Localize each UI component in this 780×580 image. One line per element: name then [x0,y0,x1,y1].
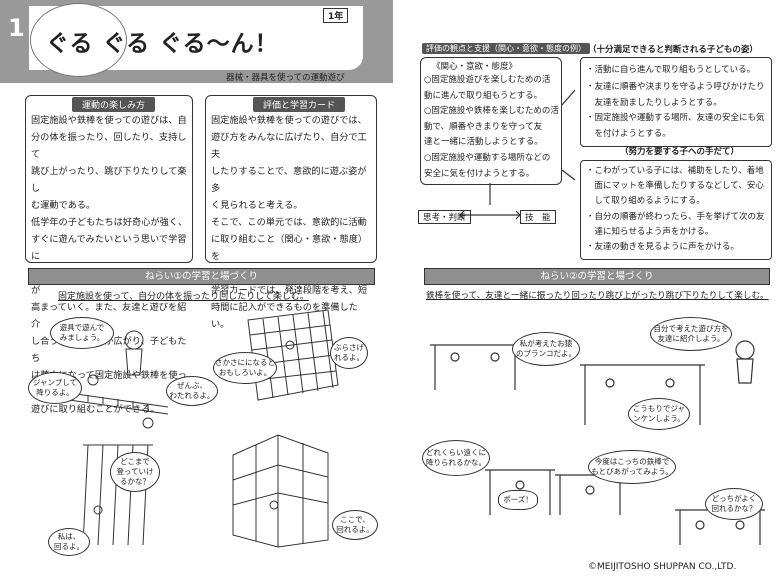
right-bars-illustration [430,340,765,545]
title-ellipse [30,3,127,77]
effort-heading: （努力を要する子への手だて） [620,147,740,157]
chapter-number: 1 [8,14,25,42]
eval-box [205,95,377,263]
right-bubble-6: どっちがよく 回れるかな？ [705,488,763,520]
satisfied-item-2: ・固定施設や運動する場所、友達の安全にも気 を付けようとする。 [586,113,765,139]
criteria-arrows [459,89,576,220]
left-bubble-6: 私は、 回るよ。 [48,528,90,556]
left-bubble-0: 遊具で遊んで みましょう。 [50,317,114,349]
satisfied-item-1: ・友達に順番や決まりを守るよう呼びかけたり 友達を励ましたりしようとする。 [586,82,765,108]
left-bubble-3: ジャンプして 降りるよ。 [28,372,82,404]
skill-label: 技 能 [520,210,556,224]
interest-item-2: ○固定施設や運動する場所などの 安全に気を付けようとする。 [424,153,551,179]
effort-item-1: ・自分の順番が終わったら、手を挙げて次の友 達に知らせるよう声をかける。 [586,212,765,237]
left-bubble-5: どこまで 登っていけ るかな？ [110,452,160,492]
right-bubble-0: 私が考えたお猿 のブランコだよ。 [512,332,580,366]
criteria-header-label: 評価の観点と支援（関心・意欲・態度の例） [422,43,590,54]
right-bubble-2: こうもりでジャ ンケンしよう。 [628,398,690,430]
right-bubble-5: ポーズ！ [498,490,538,510]
interest-item-0: ○固定施設遊びを楽しむための活 動に進んで取り組もうとする。 [424,75,551,101]
right-bubble-4: 今度はこっちの鉄棒で もとびあがってみよう。 [588,450,676,484]
fun-box [25,95,193,263]
effort-item-2: ・友達の動きを見るように声をかける。 [586,242,740,252]
interest-title: 《関心・意欲・態度》 [432,62,518,72]
satisfied-box [580,57,772,147]
interest-box [420,57,562,185]
right-bubble-3: どれくらい遠くに 降りられるかな。 [422,440,490,476]
page-title: ぐる ぐる ぐる〜ん！ [46,31,279,57]
think-label: 思考・判断 [418,210,471,224]
right-bubble-1: 自分で考えた遊び方を 友達に紹介しよう。 [650,317,732,351]
aim2-text: 鉄棒を使って、友達と一緒に振ったり回ったり跳び上がったり跳び下りたりして楽しむ。 [426,291,769,301]
left-bubble-7: ここで、 回れるよ。 [332,510,378,540]
effort-box [580,160,772,260]
satisfied-heading: （十分満足できると判断される子どもの姿） [588,45,758,55]
page-subtitle: 器械・器具を使っての運動遊び [226,73,345,83]
aim2-band: ねらい②の学習と場づくり [424,268,770,285]
eval-text: 固定施設や鉄棒を使っての遊びでは、 遊び方をみんなに広げたり、自分で工夫 したり… [211,115,368,330]
left-bubble-4: ぜんぶ、 わたれるよ。 [166,376,218,406]
effort-item-0: ・こわがっている子には、補助をしたり、着地 面にマットを準備したりするなどして、… [586,166,764,206]
copyright: ©MEIJITOSHO SHUPPAN CO.,LTD. [588,562,737,572]
left-bubble-1: さかさにになると おもしろいよ。 [213,352,277,384]
aim1-band: ねらい①の学習と場づくり [28,268,375,285]
aim1-text: 固定施設を使って、自分の体を振ったり回したりして楽しむ。 [58,292,309,302]
fun-label: 運動の楽しみ方 [72,97,156,112]
eval-label: 評価と学習カード [253,97,346,112]
interest-item-1: ○固定施設や鉄棒を楽しむための活 動で、順番やきまりを守って友 達と一緒に活動し… [424,106,559,147]
satisfied-item-0: ・活動に自ら進んで取り組もうとしている。 [586,65,756,75]
grade-badge: 1年 [323,8,349,23]
left-bubble-2: ぶらさげ れるよ。 [330,337,368,369]
